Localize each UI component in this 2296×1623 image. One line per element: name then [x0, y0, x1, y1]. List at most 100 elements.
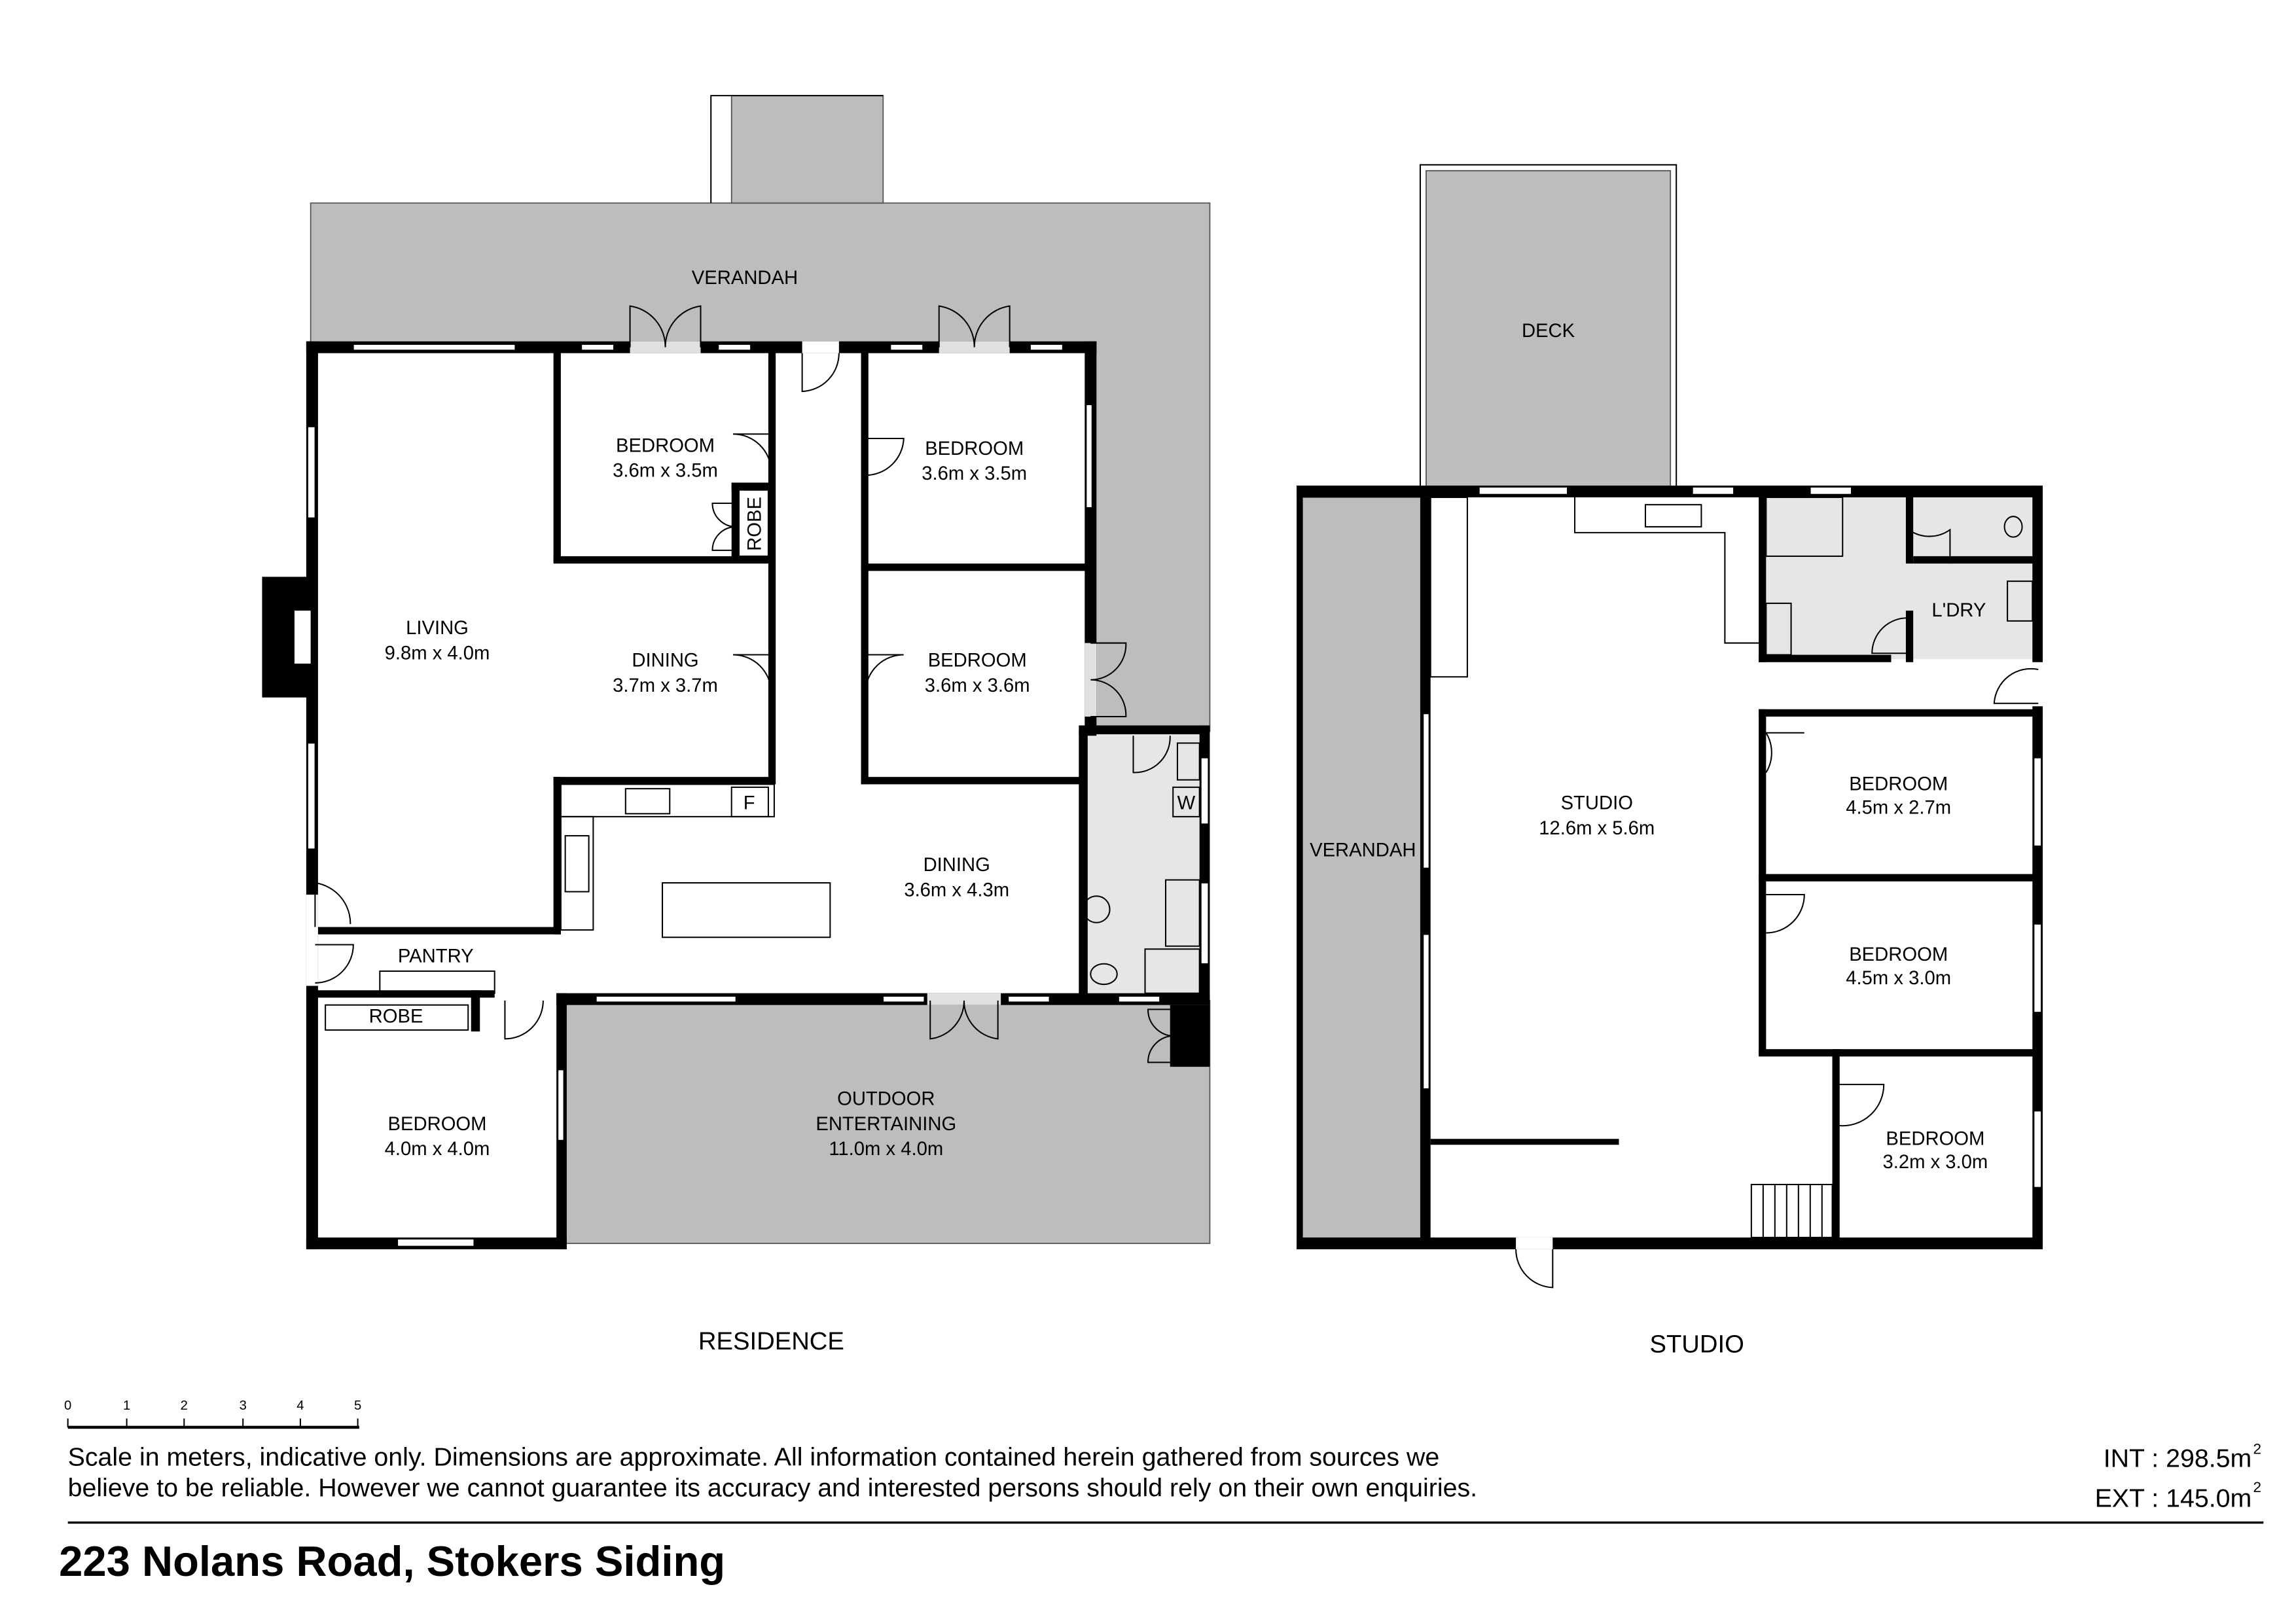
wall: [1832, 1049, 1840, 1243]
window[interactable]: [1422, 933, 1430, 1090]
kitchen-island: [662, 882, 831, 938]
outdoor-entertaining-area: [563, 1000, 1211, 1244]
room-size: 4.0m x 4.0m: [385, 1139, 490, 1160]
window[interactable]: [1118, 995, 1160, 1003]
window[interactable]: [2033, 1110, 2042, 1188]
room-size: 3.6m x 4.3m: [904, 880, 1009, 901]
disclaimer-line-2: believe to be reliable. However we canno…: [68, 1474, 1477, 1503]
door[interactable]: [306, 882, 354, 986]
wall: [1079, 731, 1088, 1001]
sink-icon: [564, 835, 590, 893]
wall: [1170, 1005, 1210, 1067]
window[interactable]: [1809, 486, 1852, 495]
window[interactable]: [1422, 713, 1430, 869]
french-door[interactable]: [927, 993, 1001, 1040]
room-name: STUDIO: [1561, 793, 1633, 814]
window[interactable]: [2033, 757, 2042, 847]
washer-box: [1172, 786, 1200, 817]
fridge-label: F: [744, 793, 755, 814]
robe-rail: [325, 1004, 469, 1031]
disclaimer-line-1: Scale in meters, indicative only. Dimens…: [68, 1442, 1440, 1471]
door[interactable]: [1132, 736, 1171, 774]
verandah-railing: [710, 95, 884, 204]
window[interactable]: [397, 1238, 475, 1247]
vanity-icon: [1765, 602, 1792, 656]
window[interactable]: [1479, 486, 1568, 495]
bathroom-floor: [1766, 497, 2039, 660]
pantry-shelf: [379, 970, 495, 994]
window[interactable]: [2033, 923, 2042, 1013]
studio-plan: DECK VERANDAH STUDIO 12.6m x 5.6m L'DRY …: [1297, 164, 2043, 1358]
internal-area: INT : 298.5m: [2104, 1444, 2252, 1473]
window[interactable]: [353, 344, 516, 351]
door[interactable]: [504, 1000, 544, 1040]
french-door[interactable]: [938, 305, 1011, 353]
kitchen-bench: [560, 815, 594, 931]
door[interactable]: [865, 654, 904, 692]
window[interactable]: [307, 742, 316, 850]
door[interactable]: [732, 433, 772, 471]
laundry-tub-icon: [2007, 580, 2034, 622]
door[interactable]: [1839, 1084, 1885, 1127]
window[interactable]: [717, 344, 751, 351]
door[interactable]: [1993, 668, 2039, 704]
window[interactable]: [1200, 757, 1209, 825]
toilet-icon: [1090, 963, 1118, 986]
window[interactable]: [307, 426, 316, 519]
window[interactable]: [889, 344, 924, 351]
room-name: LIVING: [406, 618, 469, 639]
door[interactable]: [1515, 1237, 1554, 1289]
room-size: 3.7m x 3.7m: [613, 675, 718, 696]
fridge-space: [730, 786, 769, 817]
room-size: 3.2m x 3.0m: [1883, 1152, 1988, 1173]
verandah-label: VERANDAH: [1310, 840, 1416, 861]
deck-label: DECK: [1522, 321, 1575, 342]
window[interactable]: [557, 1069, 565, 1141]
room-name: BEDROOM: [925, 438, 1024, 459]
toilet-icon: [2003, 516, 2023, 538]
wall: [1913, 556, 2039, 564]
door[interactable]: [1766, 894, 1805, 934]
french-door[interactable]: [711, 502, 736, 551]
room-name: BEDROOM: [1886, 1128, 1984, 1149]
door[interactable]: [1871, 617, 1909, 654]
wall: [861, 563, 1091, 571]
window[interactable]: [581, 344, 615, 351]
residence-plan: F ROBE W VERANDAH BEDROOM 3.6m x 3.5m BE…: [262, 95, 1211, 1355]
room-name: BEDROOM: [616, 435, 715, 456]
divider: [67, 1521, 2264, 1524]
wall: [471, 990, 480, 1032]
window[interactable]: [1692, 486, 1734, 495]
door[interactable]: [1908, 528, 1951, 564]
window[interactable]: [1085, 404, 1093, 508]
wall: [731, 482, 739, 560]
french-door[interactable]: [1147, 1008, 1172, 1063]
stairs: [1750, 1183, 1833, 1238]
wall: [1759, 709, 2043, 717]
area-unit-sup: 2: [2253, 1440, 2261, 1457]
door[interactable]: [1765, 732, 1804, 773]
wall: [1297, 1237, 2039, 1249]
french-door[interactable]: [1085, 642, 1127, 717]
verandah-label: VERANDAH: [692, 268, 798, 289]
wall: [1759, 654, 1892, 662]
vanity-icon: [1176, 742, 1200, 781]
wall: [1079, 725, 1210, 734]
room-size: 4.5m x 2.7m: [1846, 797, 1951, 818]
window[interactable]: [1030, 344, 1064, 351]
door[interactable]: [801, 341, 840, 393]
wall: [1759, 497, 1767, 662]
scale-tick: 0: [64, 1399, 71, 1413]
door[interactable]: [732, 654, 772, 692]
pantry-label: PANTRY: [398, 946, 474, 967]
robe-label: ROBE: [745, 497, 766, 551]
door[interactable]: [865, 438, 905, 476]
scale-tick: 3: [240, 1399, 247, 1413]
window[interactable]: [1007, 995, 1050, 1003]
french-door[interactable]: [629, 305, 702, 353]
room-name: BEDROOM: [388, 1114, 487, 1135]
window[interactable]: [596, 995, 737, 1003]
window[interactable]: [1200, 882, 1209, 965]
window[interactable]: [882, 995, 925, 1003]
